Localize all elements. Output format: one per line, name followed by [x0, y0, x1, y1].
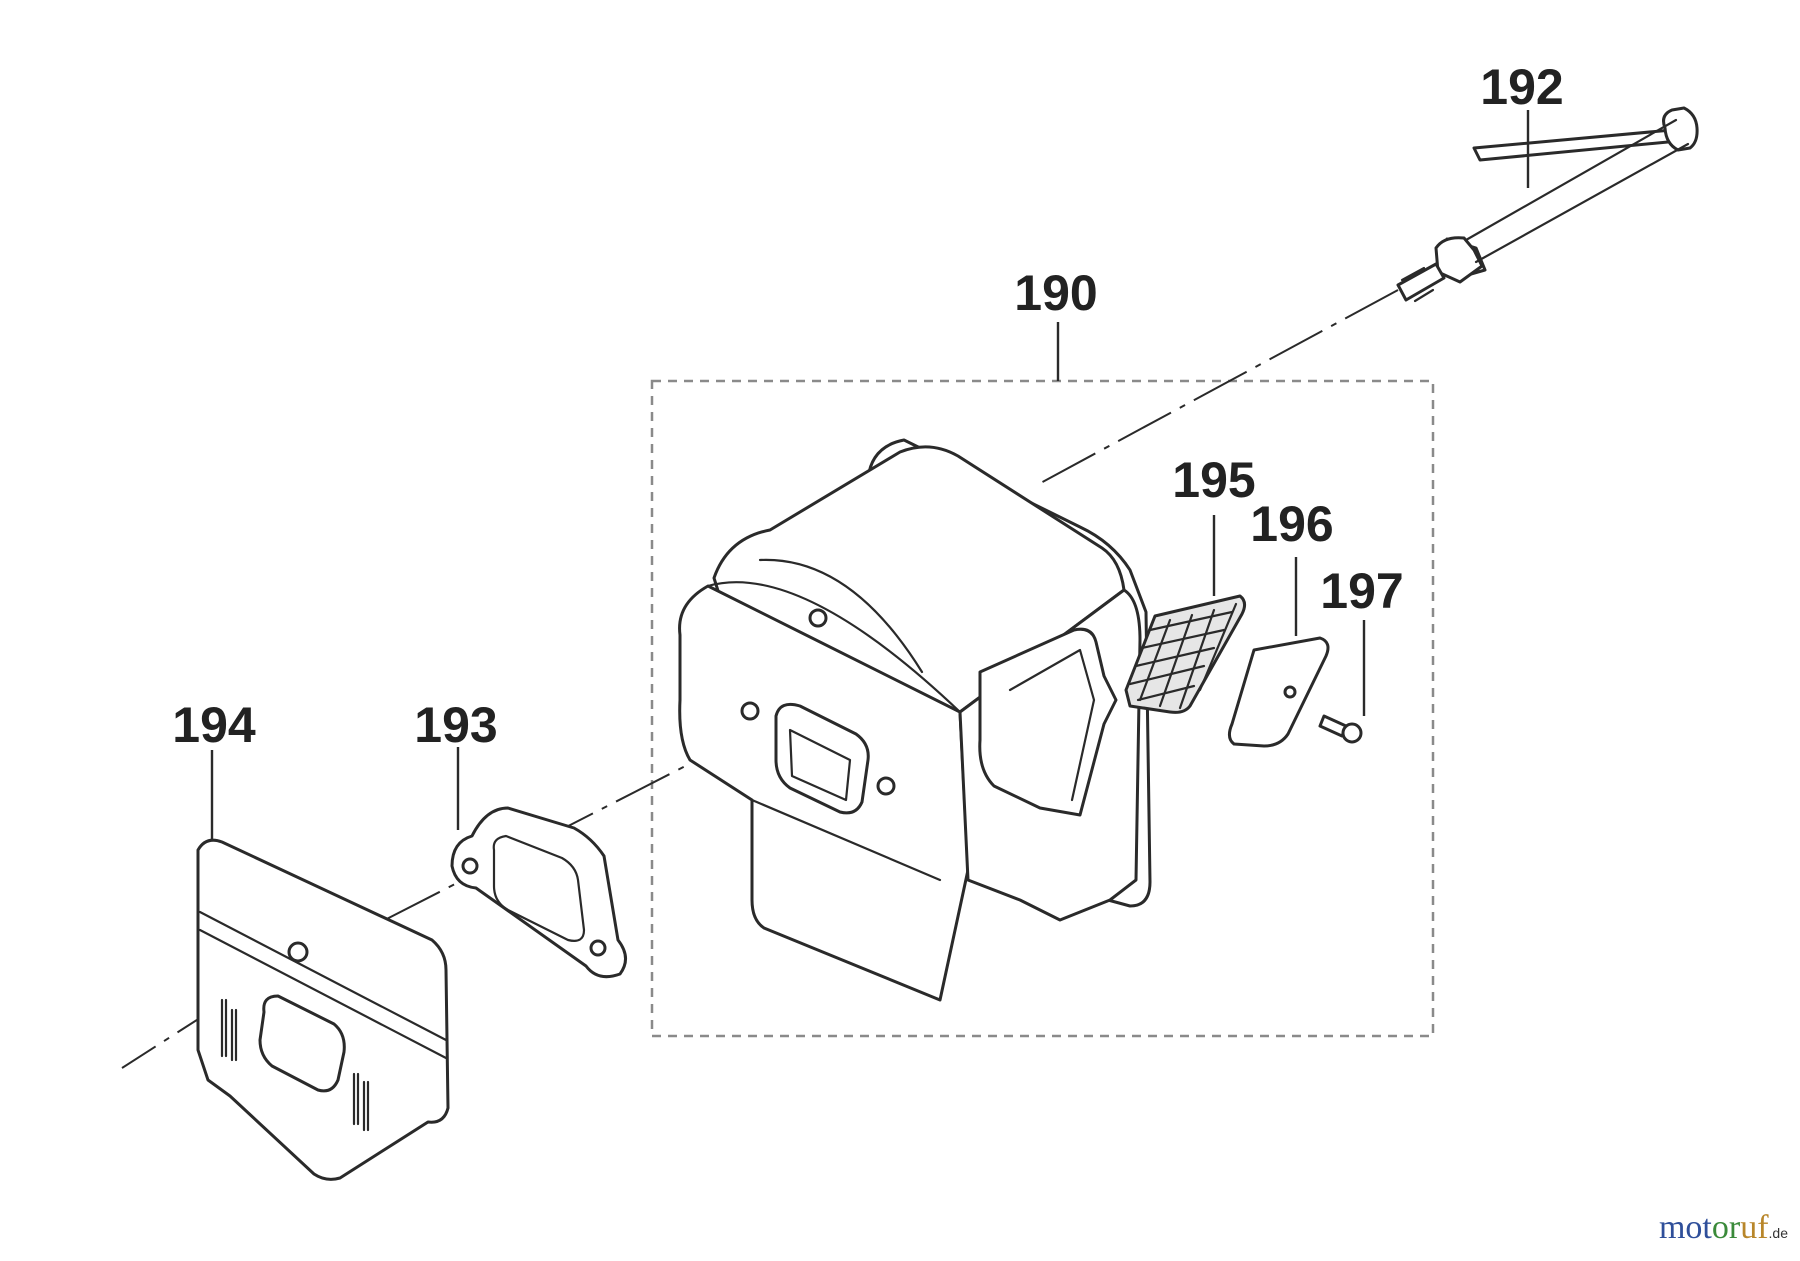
part-196-cover-plate[interactable]: [1227, 636, 1330, 748]
part-196-hole: [1283, 685, 1297, 699]
part-197-screw[interactable]: [1318, 714, 1363, 744]
part-label-195: 195: [1172, 452, 1255, 508]
part-label-190: 190: [1014, 265, 1097, 321]
watermark-part-4: .de: [1768, 1225, 1788, 1241]
watermark-part-2: or: [1711, 1209, 1741, 1246]
bolt-axis-line: [1034, 289, 1399, 487]
part-label-197: 197: [1320, 563, 1403, 619]
part-195-screen[interactable]: [1124, 594, 1247, 714]
part-label-196: 196: [1250, 496, 1333, 552]
part-193-gasket[interactable]: [450, 806, 627, 979]
part-label-192: 192: [1480, 59, 1563, 115]
part-192-bolt[interactable]: [1396, 106, 1699, 303]
part-190-muffler[interactable]: [678, 438, 1152, 1002]
watermark-part-1: mot: [1658, 1209, 1712, 1246]
watermark-logo: motoruf.de: [1659, 1209, 1788, 1247]
watermark-part-3: uf: [1740, 1209, 1769, 1246]
part-194-heat-plate[interactable]: [196, 838, 450, 1181]
part-label-194: 194: [172, 697, 256, 753]
part-label-193: 193: [414, 697, 497, 753]
assembly-190-boundary: [650, 379, 1435, 1038]
